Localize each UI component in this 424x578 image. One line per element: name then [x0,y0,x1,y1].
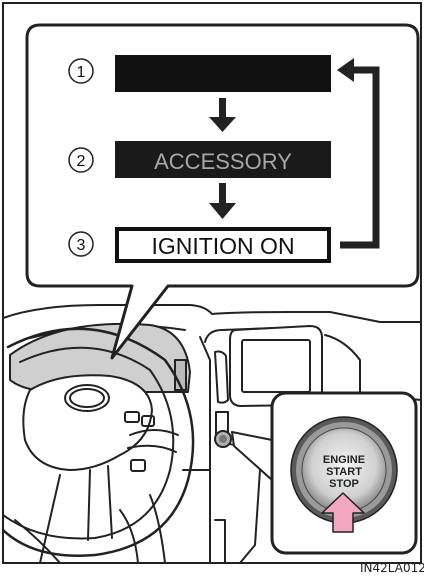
button-label-start: START [326,466,362,478]
mode-number: 2 [77,153,86,170]
button-label-stop: STOP [329,478,359,490]
mode-1-indicator [115,55,331,92]
mode-number: 1 [77,64,86,81]
figure-code: IN42LA012 [360,561,424,575]
mode-label: ACCESSORY [154,149,292,174]
button-label-engine: ENGINE [323,454,365,466]
mode-label: IGNITION ON [151,233,294,259]
mode-number: 3 [77,237,86,254]
